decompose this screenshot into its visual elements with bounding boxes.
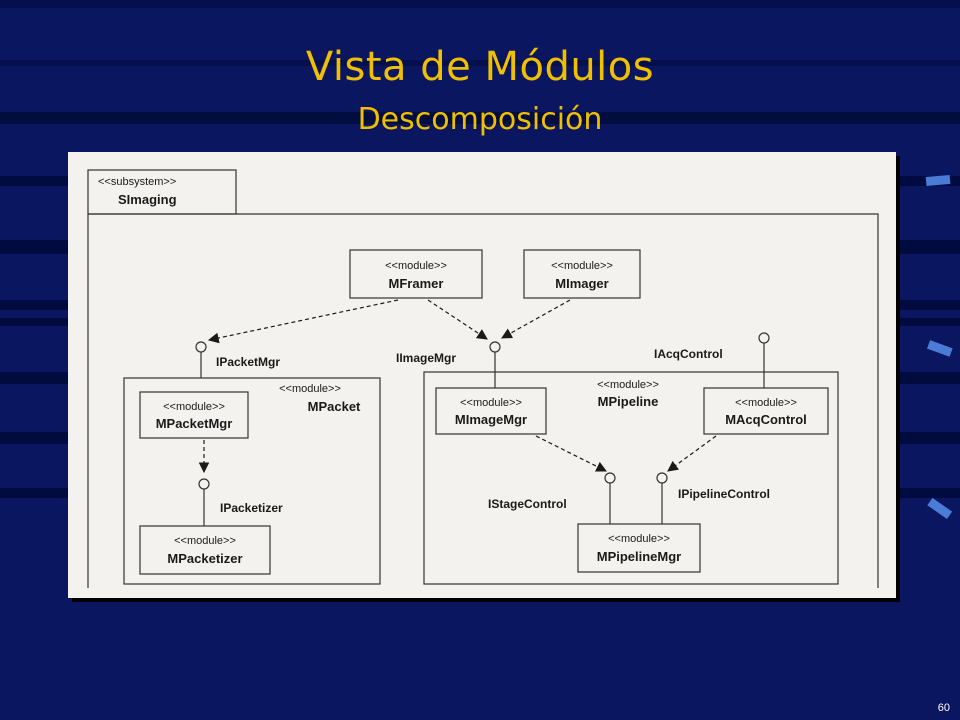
interface-label: IPacketizer [220, 501, 283, 515]
dependency-arrow [427, 299, 488, 340]
interface-ipacketmgr: IPacketMgr [195, 341, 280, 378]
interface-ipacketizer: IPacketizer [198, 478, 283, 526]
dependency-arrow [535, 435, 607, 472]
package-name: MPipeline [598, 394, 659, 409]
module-mimager: <<module>> MImager [523, 249, 641, 299]
interface-label: IStageControl [488, 497, 567, 511]
module-name: MPacketMgr [156, 416, 233, 431]
module-mpacketizer: <<module>> MPacketizer [139, 525, 271, 575]
interface-istagecontrol: IStageControl [488, 472, 616, 524]
module-name: MAcqControl [725, 412, 807, 427]
interface-iacqcontrol: IAcqControl [654, 332, 770, 388]
module-mimagemgr: <<module>> MImageMgr [435, 387, 547, 435]
module-macqcontrol: <<module>> MAcqControl [703, 387, 829, 435]
module-stereotype: <<module>> [174, 535, 236, 547]
subsystem-frame: <<subsystem>> SImaging [87, 169, 879, 588]
subsystem-name: SImaging [118, 192, 177, 207]
dependencies-top [207, 299, 571, 344]
module-stereotype: <<module>> [163, 401, 225, 413]
accent-dashes [925, 174, 953, 519]
module-name: MFramer [389, 276, 444, 291]
subsystem-stereotype: <<subsystem>> [98, 176, 176, 188]
module-stereotype: <<module>> [735, 397, 797, 409]
dependency-arrow [667, 435, 717, 472]
module-stereotype: <<module>> [551, 260, 613, 272]
diagram-canvas: <<subsystem>> SImaging <<module>> MFrame… [87, 169, 879, 588]
slide-subtitle: Descomposición [357, 102, 603, 137]
module-diagram: <<subsystem>> SImaging <<module>> MFrame… [68, 152, 896, 598]
interface-label: IPacketMgr [216, 355, 280, 369]
interface-label: IAcqControl [654, 347, 723, 361]
module-mframer: <<module>> MFramer [349, 249, 483, 299]
dependency-arrow [207, 299, 399, 344]
module-name: MImager [555, 276, 608, 291]
module-name: MPipelineMgr [597, 549, 682, 564]
module-stereotype: <<module>> [460, 397, 522, 409]
slide-title: Vista de Módulos [305, 44, 655, 90]
module-stereotype: <<module>> [385, 260, 447, 272]
package-stereotype: <<module>> [279, 383, 341, 395]
interface-iimagemgr: IImageMgr [396, 341, 501, 374]
interface-ipipelinecontrol: IPipelineControl [656, 472, 770, 524]
dependency-arrow [501, 299, 571, 339]
module-name: MImageMgr [455, 412, 527, 427]
package-mpacket: <<module>> MPacket [123, 377, 381, 585]
slide-number: 60 [937, 702, 950, 714]
interface-label: IImageMgr [396, 351, 456, 365]
package-name: MPacket [308, 399, 361, 414]
interface-label: IPipelineControl [678, 487, 770, 501]
module-name: MPacketizer [167, 551, 242, 566]
module-mpacketmgr: <<module>> MPacketMgr [139, 391, 249, 439]
package-stereotype: <<module>> [597, 379, 659, 391]
module-mpipelinemgr: <<module>> MPipelineMgr [577, 523, 701, 573]
package-mpipeline: <<module>> MPipeline [423, 371, 839, 585]
module-stereotype: <<module>> [608, 533, 670, 545]
